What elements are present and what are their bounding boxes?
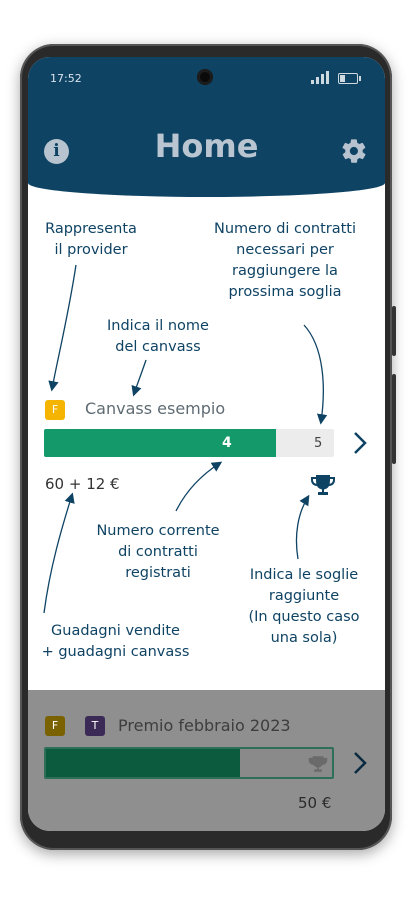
contracts-next-threshold: 5 [314, 436, 323, 451]
power-button [392, 374, 396, 464]
arrow-name [131, 359, 147, 397]
annotation-earnings: Guadagni vendite + guadagni canvass [41, 623, 190, 660]
camera-icon [197, 69, 213, 85]
annotation-name: Indica il nome del canvass [107, 318, 209, 355]
chevron-right-icon-2[interactable] [352, 751, 368, 775]
canvass-progress-fill [44, 429, 276, 457]
arrow-reached [295, 494, 310, 560]
volume-button [392, 306, 396, 356]
provider-badge: F [45, 400, 65, 420]
arrow-earnings [43, 492, 75, 614]
arrow-threshold [303, 324, 328, 425]
arrow-current [175, 461, 223, 512]
phone-screen: 17:52 i Home Rappresenta il provider Num… [28, 57, 385, 831]
provider-badge-2: F [45, 716, 65, 736]
canvass-progress-bar: 4 5 [44, 429, 334, 457]
annotation-current: Numero corrente di contratti registrati [96, 523, 220, 581]
page-title: Home [154, 127, 259, 165]
canvass-progress-fill-2 [46, 749, 241, 777]
chevron-right-icon[interactable] [352, 431, 368, 455]
annotation-reached: Indica le soglie raggiunte (In questo ca… [248, 567, 360, 646]
info-icon[interactable]: i [44, 139, 69, 164]
type-badge: T [85, 716, 105, 736]
annotation-threshold: Numero di contratti necessari per raggiu… [213, 221, 356, 300]
canvass-progress-bar-2 [44, 747, 334, 779]
canvass-card-2[interactable]: F T Premio febbraio 2023 50 € [28, 690, 385, 831]
canvass-earnings: 60 + 12 € [45, 475, 120, 493]
canvass-name-2: Premio febbraio 2023 [118, 716, 291, 735]
app-header: 17:52 i Home [28, 57, 385, 197]
canvass-earnings-2: 50 € [298, 794, 332, 812]
trophy-icon [311, 475, 335, 495]
status-time: 17:52 [50, 72, 82, 85]
canvass-name: Canvass esempio [85, 399, 226, 418]
contracts-current: 4 [222, 435, 232, 451]
annotation-provider: Rappresenta il provider [45, 221, 137, 258]
battery-icon [338, 73, 361, 84]
signal-icon [311, 71, 329, 84]
gear-icon[interactable] [340, 137, 368, 165]
trophy-icon-2 [308, 756, 328, 772]
arrow-provider [48, 264, 77, 392]
annotation-arrows [43, 264, 328, 614]
